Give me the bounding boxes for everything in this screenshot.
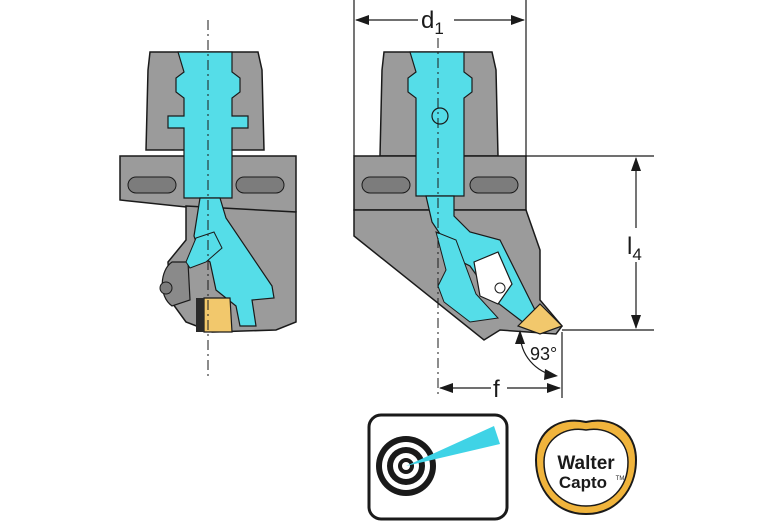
front-view-port xyxy=(431,107,449,125)
side-view-slot-right xyxy=(235,176,285,194)
l4-arrow-top xyxy=(631,157,641,171)
l4-label-main: l xyxy=(627,233,632,260)
d1-arrow-right xyxy=(511,15,525,25)
coolant-jet-icon xyxy=(406,426,500,466)
front-view-slot-right xyxy=(469,176,519,194)
d1-label-sub: 1 xyxy=(434,19,443,38)
d1-label-main: d xyxy=(421,7,434,34)
l4-label: l4 xyxy=(627,233,642,264)
f-arrow-left xyxy=(439,383,453,393)
side-view xyxy=(119,20,297,378)
front-view-insert xyxy=(516,303,564,335)
logo-trademark: TM xyxy=(616,476,625,482)
dimension-arrows xyxy=(355,15,641,393)
l4-label-bg xyxy=(626,228,650,262)
f-label-bg xyxy=(491,374,507,402)
front-view-clamp-screw xyxy=(494,282,506,294)
f-label: f xyxy=(493,376,500,403)
side-view-screw xyxy=(159,281,173,295)
front-view-coolant-branch xyxy=(435,231,500,323)
d1-label-bg xyxy=(418,4,454,36)
l4-arrow-bottom xyxy=(631,315,641,329)
logo-line-2: Capto xyxy=(559,473,607,492)
angle-label: 93° xyxy=(530,344,557,364)
coolant-icon-badge xyxy=(367,413,509,521)
logo-inner-field xyxy=(543,428,629,507)
logo-line-1: Walter xyxy=(557,453,615,474)
d1-label: d1 xyxy=(421,7,444,38)
side-view-coolant-branch xyxy=(185,231,223,269)
f-arrow-right xyxy=(547,383,561,393)
front-view-slot-left xyxy=(361,176,411,194)
d1-arrow-left xyxy=(355,15,369,25)
front-view xyxy=(353,18,564,396)
angle-arrow-top xyxy=(515,330,525,344)
walter-capto-logo: Walter Capto TM xyxy=(534,419,638,516)
side-view-slot-left xyxy=(127,176,177,194)
side-view-insert-seat xyxy=(196,298,204,332)
l4-label-sub: 4 xyxy=(632,245,641,264)
angle-arrow-bottom xyxy=(544,369,558,380)
